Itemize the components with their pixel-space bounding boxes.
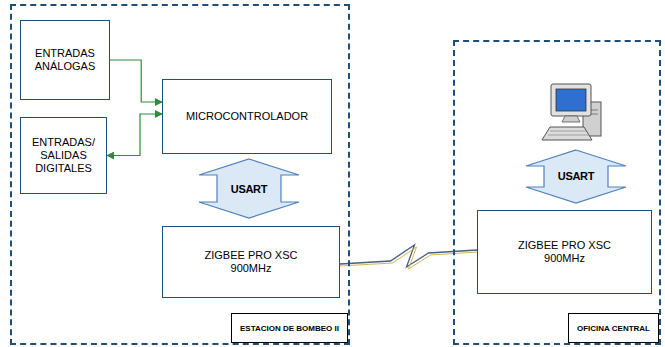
central-office-region: OFICINA CENTRAL ZIGBEE PRO XSC 900MHz xyxy=(453,40,661,345)
box-label: ENTRADAS/ SALIDAS DIGITALES xyxy=(27,136,101,175)
usart-block-arrow xyxy=(526,150,626,203)
zigbee-radio-box: ZIGBEE PRO XSC 900MHz xyxy=(162,226,340,298)
connector xyxy=(340,245,477,269)
bus-label: USART xyxy=(231,183,267,195)
computer-icon xyxy=(542,84,601,140)
connector xyxy=(199,159,299,218)
digital-io-box: ENTRADAS/ SALIDAS DIGITALES xyxy=(20,117,107,194)
connector xyxy=(107,114,162,156)
analog-inputs-box: ENTRADAS ANÁLOGAS xyxy=(20,20,110,100)
zigbee-radio-box: ZIGBEE PRO XSC 900MHz xyxy=(477,210,652,294)
box-label: ENTRADAS ANÁLOGAS xyxy=(26,47,104,73)
region-title: OFICINA CENTRAL xyxy=(568,313,659,343)
region-title: ESTACION DE BOMBEO II xyxy=(231,313,348,343)
connector xyxy=(110,60,162,102)
box-label: MICROCONTROLADOR xyxy=(186,110,308,123)
box-label: ZIGBEE PRO XSC 900MHz xyxy=(199,249,304,275)
bus-label: USART xyxy=(558,170,594,182)
pump-station-region: ESTACION DE BOMBEO II ENTRADAS ANÁLOGAS EN… xyxy=(10,4,350,345)
microcontroller-box: MICROCONTROLADOR xyxy=(162,79,332,154)
box-label: ZIGBEE PRO XSC 900MHz xyxy=(512,239,617,265)
